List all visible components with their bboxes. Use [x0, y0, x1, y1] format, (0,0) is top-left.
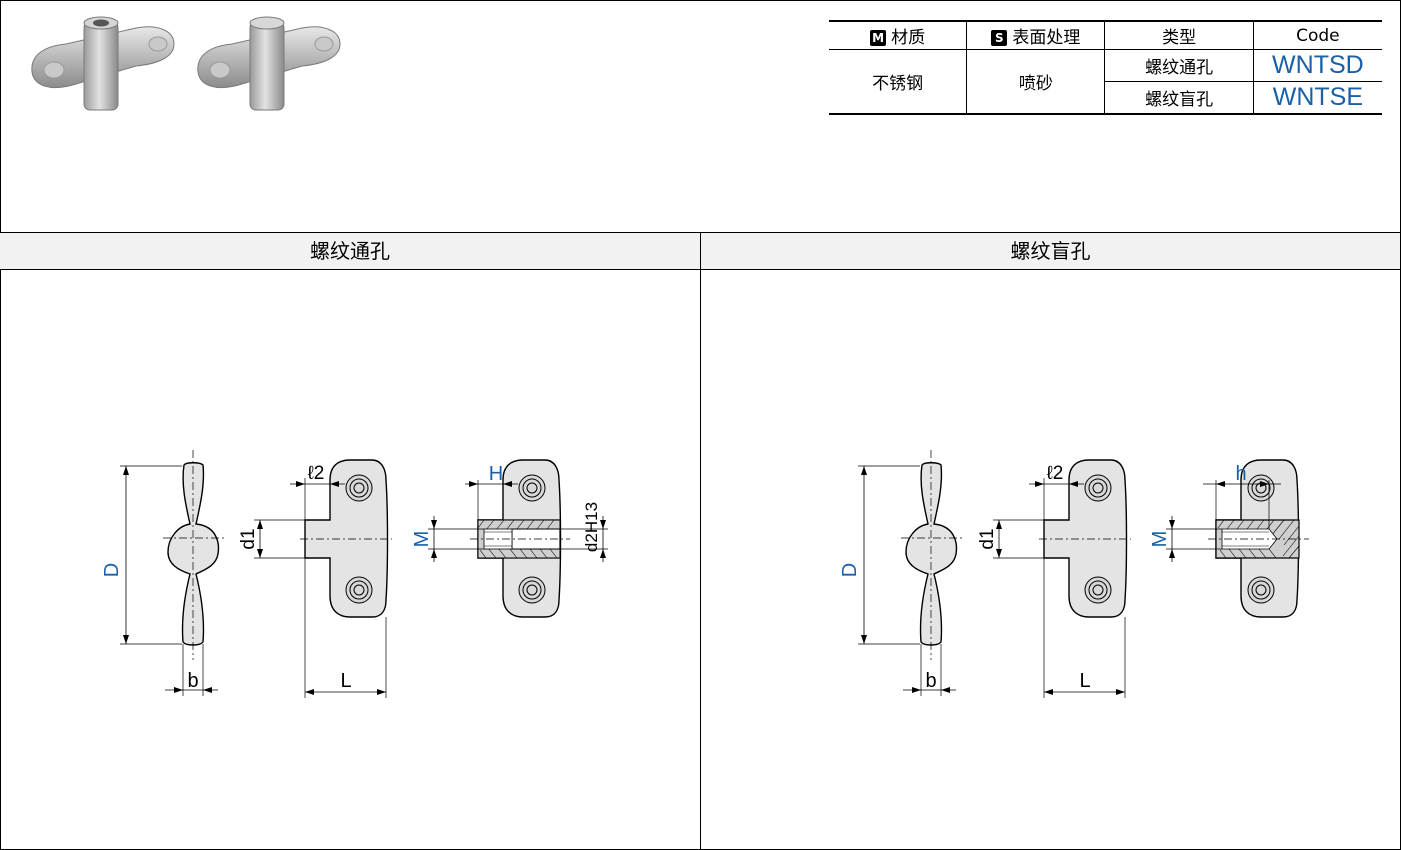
- dim-L-label: L: [340, 670, 351, 692]
- dim-l2-label: ℓ2: [1047, 463, 1064, 484]
- code-value[interactable]: WNTSE: [1272, 83, 1364, 111]
- panel-title: 螺纹通孔: [0, 233, 700, 270]
- code-value[interactable]: WNTSD: [1272, 51, 1364, 79]
- code-link[interactable]: WNTSE: [1253, 81, 1382, 115]
- dim-H-label: H: [489, 463, 503, 485]
- header-type: 类型: [1104, 20, 1254, 50]
- type-value: 螺纹通孔: [1104, 49, 1254, 82]
- panel-title: 螺纹盲孔: [701, 233, 1400, 270]
- dim-d1-label: d1: [977, 528, 998, 549]
- material-value: 不锈钢: [829, 49, 968, 115]
- table-row: 螺纹盲孔 WNTSE: [829, 81, 1382, 115]
- dim-d1-label: d1: [238, 528, 259, 549]
- header-material-label: 材质: [891, 28, 926, 48]
- code-link[interactable]: WNTSD: [1253, 49, 1382, 82]
- drawing-blind-hole: D b ℓ2 d1 L h M: [839, 450, 1309, 698]
- dim-M-label: M: [1149, 531, 1171, 548]
- dim-b-label: b: [925, 670, 936, 692]
- dim-l2-label: ℓ2: [308, 463, 325, 484]
- dim-M-label: M: [411, 531, 433, 548]
- drawing-through-hole: D b ℓ2 d1 L H M d2H13: [101, 450, 608, 698]
- dim-h-label: h: [1235, 463, 1246, 485]
- dim-b-label: b: [187, 670, 198, 692]
- dim-D-label: D: [839, 563, 861, 577]
- surface-badge-icon: S: [991, 30, 1008, 46]
- surface-value: 喷砂: [966, 49, 1106, 115]
- table-row: 不锈钢 喷砂 螺纹通孔 WNTSD: [829, 49, 1382, 115]
- panel-through-hole: 螺纹通孔: [0, 232, 701, 850]
- dim-D-label: D: [101, 563, 123, 577]
- dim-d2-label: d2H13: [582, 502, 601, 552]
- type-value: 螺纹盲孔: [1104, 81, 1254, 115]
- material-badge-icon: M: [870, 30, 887, 46]
- header-surface-label: 表面处理: [1012, 28, 1081, 48]
- dim-L-label: L: [1079, 670, 1090, 692]
- wing-nut-blind-hole-photo: [197, 16, 341, 111]
- header-code: Code: [1253, 20, 1382, 50]
- panel-blind-hole: 螺纹盲孔: [701, 232, 1400, 850]
- wing-nut-through-hole-photo: [31, 16, 175, 111]
